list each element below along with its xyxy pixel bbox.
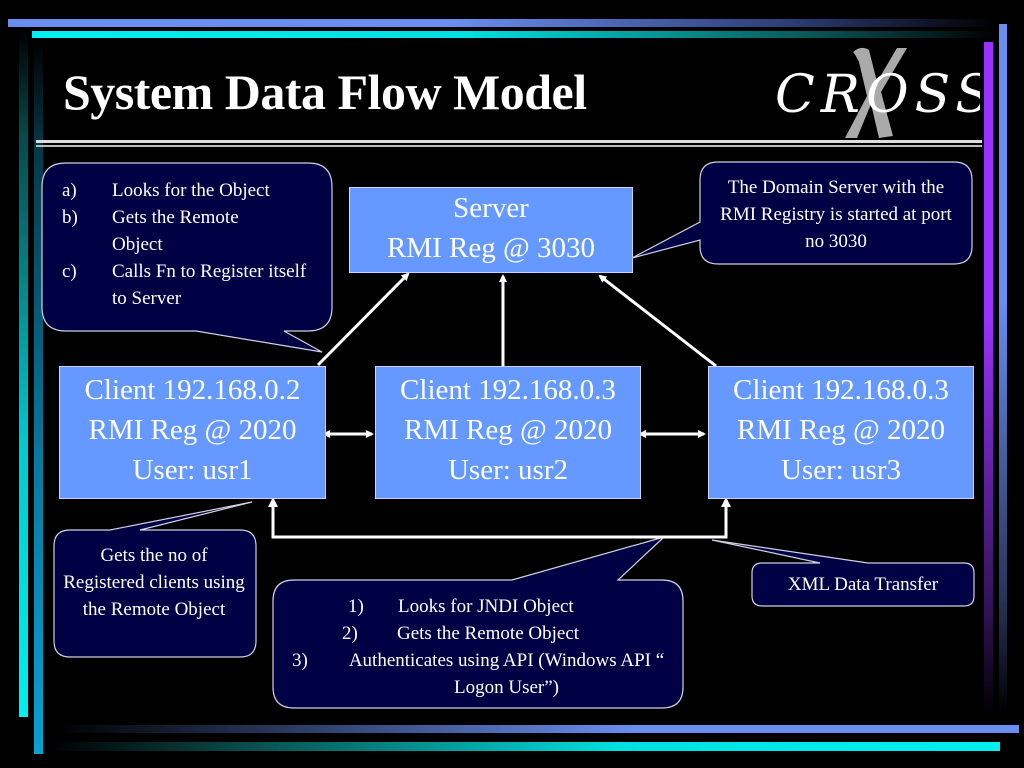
server-node-port: RMI Reg @ 3030 [387, 232, 595, 264]
client-node-3: Client 192.168.0.3 RMI Reg @ 2020 User: … [708, 366, 974, 499]
callout-register-item: a) Looks for the Object [62, 177, 322, 204]
frame-bar-left-cyan [19, 30, 28, 717]
callout-authenticate: 1) Looks for JNDI Object 2) Gets the Rem… [290, 593, 670, 701]
client-node-3-address: Client 192.168.0.3 [733, 374, 949, 406]
frame-bar-right-purple [984, 42, 993, 717]
list-text: Looks for JNDI Object [398, 596, 574, 617]
arrowhead-client3-bus [721, 497, 731, 507]
client-node-1-port: RMI Reg @ 2020 [88, 414, 297, 446]
list-text: Gets the Remote Object [397, 623, 580, 644]
title-underline-2 [36, 145, 982, 147]
callout-client-count-shape [53, 501, 257, 658]
callout-authenticate-item: 1) Looks for JNDI Object [290, 593, 670, 620]
callout-xml-transfer-shape [711, 539, 975, 607]
list-text: Looks for the Object [112, 180, 270, 201]
callout-register-shape [41, 162, 333, 353]
client-node-1-user: User: usr1 [132, 454, 253, 486]
cross-logo-graphic: CROSS [775, 47, 991, 138]
list-marker: 1) [348, 596, 364, 617]
client-node-3-port: RMI Reg @ 2020 [737, 414, 945, 446]
frame-bar-bottom-blue [55, 725, 1019, 733]
title-underline-1 [36, 140, 982, 143]
client-node-2: Client 192.168.0.3 RMI Reg @ 2020 User: … [375, 366, 641, 499]
arrow-client1-to-server [316, 272, 410, 367]
callout-register-item: b) Gets the Remote Object [62, 204, 322, 258]
list-marker: c) [62, 261, 77, 282]
callout-authenticate-item: 2) Gets the Remote Object [290, 620, 670, 647]
list-marker: a) [62, 180, 77, 201]
connector-client1-client3-bus [271, 500, 728, 539]
arrowhead-client1-bus [268, 497, 278, 507]
list-text: Calls Fn to Register itself to Server [112, 261, 307, 309]
client-node-1: Client 192.168.0.2 RMI Reg @ 2020 User: … [59, 366, 326, 499]
list-marker: 3) [292, 650, 308, 671]
server-node-label: Server [453, 192, 529, 224]
callout-register: a) Looks for the Object b) Gets the Remo… [62, 177, 322, 312]
logo-text: CROSS [775, 65, 980, 125]
client-node-1-address: Client 192.168.0.2 [84, 374, 301, 406]
client-node-3-user: User: usr3 [780, 454, 901, 486]
server-node: Server RMI Reg @ 3030 [349, 187, 633, 273]
callout-domain-server: The Domain Server with the RMI Registry … [720, 177, 952, 252]
logo-x-mark [845, 47, 907, 138]
frame-bar-bottom-cyan [50, 742, 1000, 751]
callout-authenticate-item: 3) Authenticates using API (Windows API … [290, 647, 670, 701]
list-text: Authenticates using API (Windows API “ L… [348, 650, 665, 698]
client-node-2-user: User: usr2 [447, 454, 568, 486]
callout-register-item: c) Calls Fn to Register itself to Server [62, 258, 322, 312]
client-node-2-address: Client 192.168.0.3 [400, 374, 616, 406]
frame-bar-top-blue [8, 19, 998, 27]
client-node-2-port: RMI Reg @ 2020 [404, 414, 612, 446]
list-marker: b) [62, 207, 78, 228]
callout-authenticate-shape [272, 536, 684, 709]
callout-xml-transfer: XML Data Transfer [787, 574, 939, 595]
callout-domain-server-shape [631, 161, 973, 265]
callout-client-count: Gets the no of Registered clients using … [63, 545, 245, 620]
frame-bar-left-blue [34, 40, 43, 754]
frame-bar-right-blue [999, 24, 1007, 714]
slide-title: System Data Flow Model [63, 64, 587, 120]
list-marker: 2) [342, 623, 358, 644]
arrow-client3-to-server [598, 274, 717, 368]
cross-logo: CROSS [765, 40, 991, 145]
list-text: Gets the Remote Object [112, 207, 239, 255]
frame-bar-top-cyan [32, 31, 998, 38]
